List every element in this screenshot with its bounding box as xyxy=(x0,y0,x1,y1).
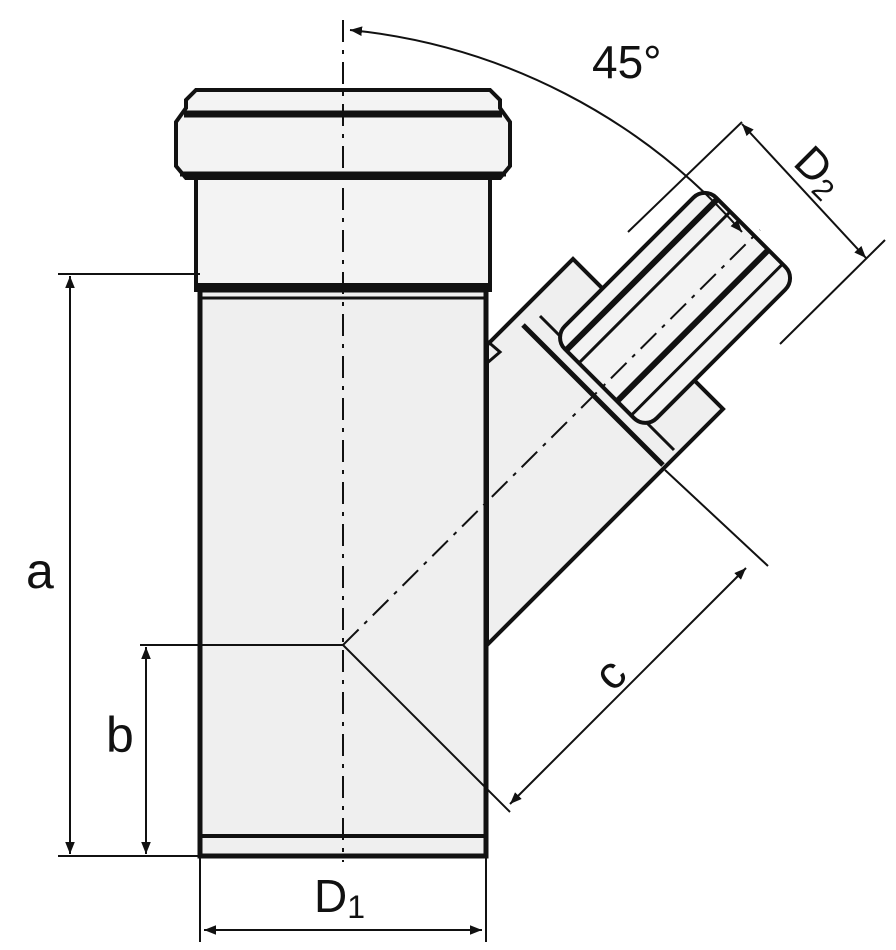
c-dimension xyxy=(342,469,769,813)
d1-label-sub: 1 xyxy=(347,889,365,925)
d2-dimension-line xyxy=(741,123,867,259)
svg-text:D2: D2 xyxy=(783,137,854,208)
angle-arc xyxy=(349,26,743,233)
centerlines xyxy=(342,20,761,862)
angle-dimension: 45° xyxy=(349,26,743,233)
b-label: b xyxy=(106,707,134,763)
c-extension-line xyxy=(342,644,511,813)
b-dimension xyxy=(140,644,343,854)
branch-socket-band xyxy=(614,247,771,404)
d2-extension-line xyxy=(627,121,743,233)
d1-label: D1 xyxy=(314,870,365,925)
d2-dimension xyxy=(627,121,886,345)
branch-centerline xyxy=(342,229,761,646)
d1-label-main: D xyxy=(314,870,347,922)
branch-pipe xyxy=(485,190,793,650)
branch-junction-notch xyxy=(485,338,503,366)
a-dimension xyxy=(58,273,200,857)
branch-socket-band xyxy=(630,262,784,417)
d2-extension-line xyxy=(779,239,886,345)
d2-label: D2 xyxy=(783,137,854,208)
c-extension-line xyxy=(664,469,769,567)
c-dimension-line xyxy=(509,567,747,805)
angle-label: 45° xyxy=(592,36,662,88)
branch-socket-band xyxy=(577,210,732,365)
d1-dimension xyxy=(199,856,487,942)
a-label: a xyxy=(26,543,54,599)
c-label: c xyxy=(583,647,636,700)
